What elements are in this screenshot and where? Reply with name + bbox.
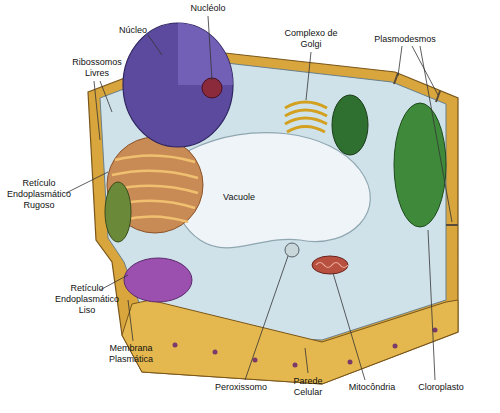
part-label: Membrana Plasmática <box>102 343 160 365</box>
nucleolus <box>202 78 222 98</box>
chloroplast <box>105 182 131 242</box>
chloroplast <box>332 95 368 155</box>
chloroplast <box>394 103 446 227</box>
wall-dots <box>173 328 438 368</box>
part-label: Retículo Endoplasmático Rugoso <box>2 178 76 211</box>
part-label: Cloroplasto <box>412 382 470 393</box>
smooth-er <box>124 258 192 302</box>
golgi <box>285 102 327 132</box>
part-label: Peroxissomo <box>210 382 272 393</box>
part-label: Vacuole <box>218 192 260 203</box>
cell-wall-front <box>122 300 458 384</box>
part-label: Núcleo <box>116 25 150 36</box>
part-label: Plasmodesmos <box>370 34 440 45</box>
mitochondrion-cristae <box>316 263 348 268</box>
nucleus <box>123 23 233 147</box>
mitochondrion <box>312 256 348 274</box>
part-label: Ribossomos Livres <box>66 57 128 79</box>
leader-lines <box>66 16 452 380</box>
part-label: Mitocôndria <box>342 382 402 393</box>
nucleus-cut <box>178 23 233 85</box>
peroxisome <box>285 243 299 257</box>
part-label: Complexo de Golgi <box>284 28 338 50</box>
part-label: Parede Celular <box>284 376 332 398</box>
part-label: Retículo Endoplasmático Liso <box>50 283 124 316</box>
part-label: Nucléolo <box>185 3 231 14</box>
